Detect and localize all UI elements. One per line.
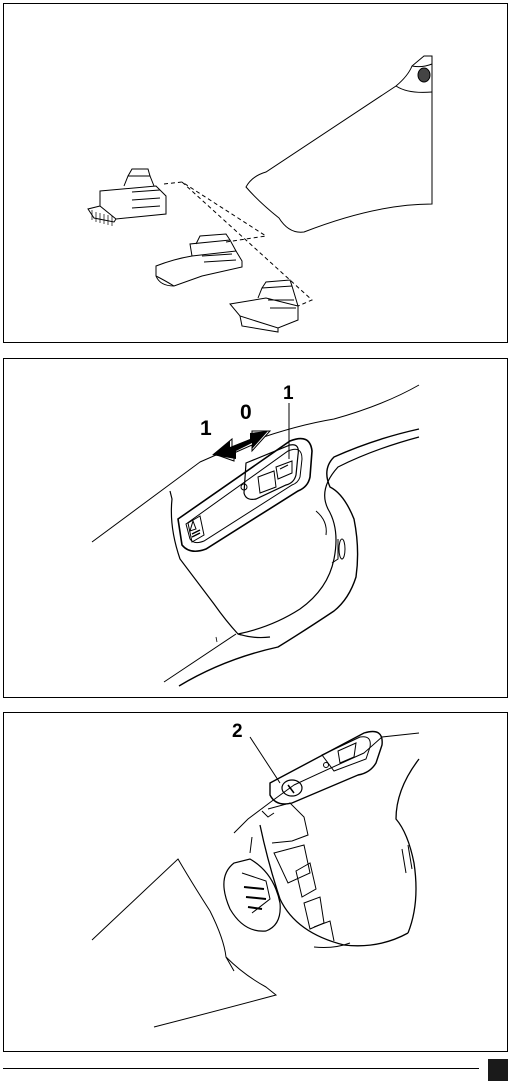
vacuum-nozzle	[246, 56, 432, 232]
vacuum-body	[92, 385, 419, 686]
label-leader-line	[250, 737, 280, 783]
warning-icon	[188, 516, 204, 542]
page-footer-marker	[488, 1059, 508, 1081]
release-button[interactable]	[282, 780, 302, 796]
assembly-guide-lines	[164, 182, 312, 306]
filter-element	[224, 837, 280, 931]
brush-attachment	[88, 169, 166, 226]
figure-on-off-switch: 1 0 1	[3, 358, 508, 698]
bowl-removed	[92, 859, 276, 1027]
label-release-button: 2	[232, 721, 243, 742]
vacuum-body-open	[234, 733, 419, 948]
label-position-off: 0	[240, 401, 252, 424]
filter-removal-drawing: 2	[4, 713, 508, 1052]
power-switch[interactable]	[241, 445, 298, 500]
switch-housing-top	[270, 732, 382, 805]
label-switch: 1	[283, 383, 294, 404]
page-footer-rule	[3, 1068, 479, 1069]
figure-filter-removal: 2	[3, 712, 508, 1052]
wide-nozzle-attachment	[230, 280, 298, 332]
label-position-on: 1	[200, 417, 212, 440]
accessories-drawing	[4, 4, 508, 343]
switch-drawing: 1 0 1	[4, 359, 508, 698]
figure-accessories	[3, 3, 508, 343]
